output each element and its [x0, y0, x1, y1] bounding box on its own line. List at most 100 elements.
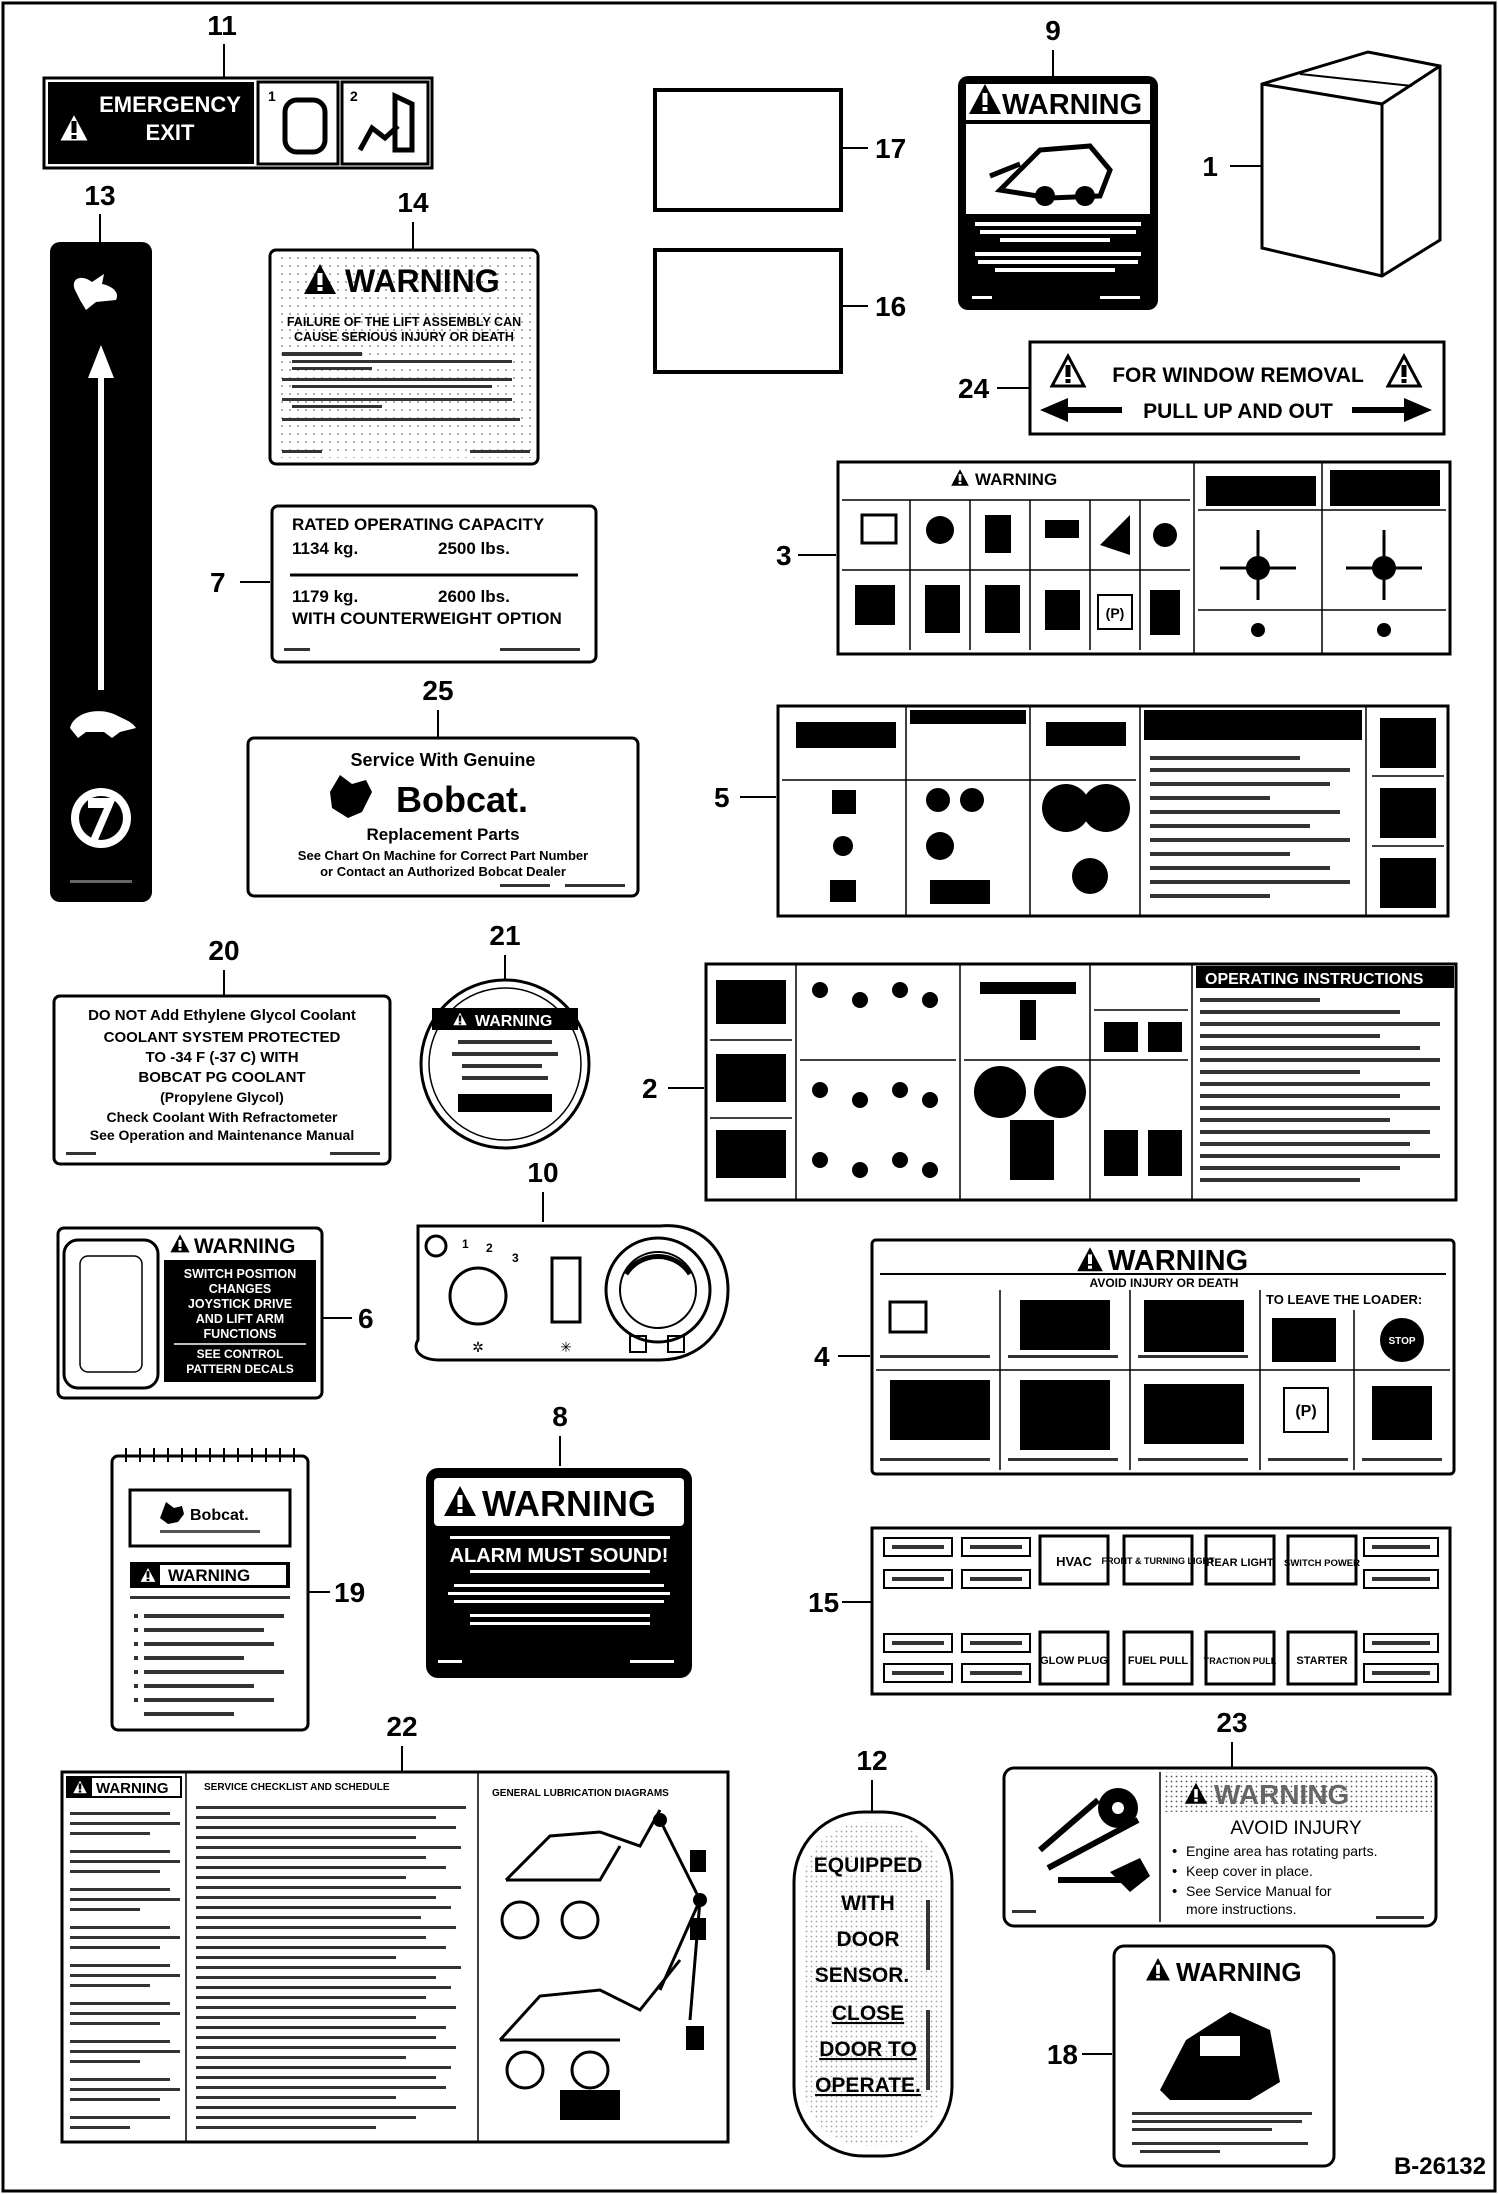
- door-sensor-line3: DOOR: [837, 1928, 900, 1951]
- fan-symbol-icon: ✲: [472, 1339, 484, 1355]
- fuse-label-front-light: FRONT & TURNING LIGHT: [1102, 1556, 1215, 1566]
- fuse-label-rear-light: REAR LIGHT: [1206, 1557, 1274, 1569]
- decal-4-avoid-injury-panel: 4 WARNING AVOID INJURY OR DEATH TO LEAVE…: [814, 1238, 1456, 1476]
- snow-symbol-icon: ✳: [560, 1339, 572, 1355]
- box-icon: [1260, 50, 1442, 278]
- figure-code: B-26132: [1394, 2153, 1486, 2180]
- decal-17-blank: 17: [653, 88, 906, 212]
- svg-text:•: •: [1172, 1863, 1177, 1880]
- panel-warning-heading: WARNING: [975, 470, 1057, 489]
- door-sensor-line6: DOOR TO: [819, 2038, 917, 2061]
- lubrication-heading: GENERAL LUBRICATION DIAGRAMS: [492, 1788, 669, 1799]
- rotating-bullet-2: Keep cover in place.: [1186, 1863, 1313, 1879]
- callout-25: 25: [422, 675, 453, 706]
- emergency-exit-line2: EXIT: [146, 120, 195, 145]
- rabbit-icon: [73, 274, 118, 310]
- round-warning-heading: WARNING: [475, 1013, 552, 1030]
- manual-icon: [860, 513, 898, 545]
- door-sensor-line7: OPERATE.: [815, 2074, 921, 2097]
- decal-6-switch-position-warning: WARNING SWITCH POSITION CHANGES JOYSTICK…: [56, 1226, 374, 1400]
- switch-warning-line6: SEE CONTROL: [197, 1347, 284, 1361]
- switch-warning-line4: AND LIFT ARM: [196, 1312, 284, 1326]
- door-sensor-line2: WITH: [841, 1892, 895, 1915]
- fuse-label-starter: STARTER: [1296, 1655, 1347, 1667]
- genuine-line4: or Contact an Authorized Bobcat Dealer: [320, 864, 566, 879]
- callout-20: 20: [208, 935, 239, 966]
- switch-warning-line3: JOYSTICK DRIVE: [188, 1297, 292, 1311]
- coolant-line6: Check Coolant With Refractometer: [107, 1109, 338, 1125]
- callout-13: 13: [84, 180, 115, 211]
- capacity-lb-2: 2600 lbs.: [438, 587, 510, 606]
- genuine-line2: Replacement Parts: [366, 825, 519, 844]
- window-removal-line1: FOR WINDOW REMOVAL: [1112, 364, 1364, 387]
- decal-25-genuine-parts: 25 Service With Genuine Bobcat. Replacem…: [246, 675, 640, 898]
- rotating-warning-heading: WARNING: [1214, 1779, 1349, 1810]
- warning-heading: WARNING: [345, 263, 500, 299]
- callout-23: 23: [1216, 1707, 1247, 1738]
- manual-warning-heading: WARNING: [168, 1566, 250, 1585]
- switch-slot: [550, 1256, 582, 1324]
- callout-19: 19: [334, 1577, 365, 1608]
- callout-12: 12: [856, 1745, 887, 1776]
- decal-2-operating-instructions: 2 OPERATING INSTRUCTIONS: [642, 962, 1458, 1202]
- callout-4: 4: [814, 1341, 830, 1372]
- decal-12-door-sensor: 12 EQUIPPED WITH DOOR SENSOR. CLOSE DOOR…: [792, 1745, 954, 2158]
- callout-10: 10: [527, 1157, 558, 1188]
- callout-15: 15: [808, 1587, 839, 1618]
- capacity-kg-2: 1179 kg.: [292, 587, 358, 606]
- capacity-kg-1: 1134 kg.: [292, 539, 358, 558]
- capacity-lb-1: 2500 lbs.: [438, 539, 510, 558]
- switch-warning-line1: SWITCH POSITION: [184, 1267, 297, 1281]
- svg-text:•: •: [1172, 1843, 1177, 1860]
- step-2-label: 2: [350, 88, 358, 104]
- decal-10-switch-panel: 10 1 2 3 ✲ ✳: [414, 1157, 730, 1362]
- panel-parking-label: (P): [1106, 605, 1125, 621]
- decal-1-box: 1: [1202, 50, 1442, 278]
- svg-text:•: •: [1172, 1883, 1177, 1900]
- door-sensor-line4: SENSOR.: [815, 1964, 910, 1987]
- door-sensor-line1: EQUIPPED: [814, 1854, 923, 1877]
- switch-warning-line2: CHANGES: [209, 1282, 272, 1296]
- panel4-subheading: AVOID INJURY OR DEATH: [1090, 1276, 1239, 1290]
- callout-9: 9: [1045, 15, 1061, 46]
- panel4-warning-heading: WARNING: [1108, 1245, 1248, 1277]
- door-sensor-line5: CLOSE: [832, 2002, 904, 2025]
- callout-16: 16: [875, 291, 906, 322]
- switch-warning-line7: PATTERN DECALS: [186, 1362, 294, 1376]
- decal-7-rated-capacity: 7 RATED OPERATING CAPACITY 1134 kg. 2500…: [210, 504, 598, 664]
- coolant-line1: DO NOT Add Ethylene Glycol Coolant: [88, 1007, 356, 1024]
- decal-18-warning: WARNING 18: [1047, 1944, 1336, 2168]
- coolant-line7: See Operation and Maintenance Manual: [90, 1127, 355, 1143]
- lift-warning-line1: FAILURE OF THE LIFT ASSEMBLY CAN: [287, 315, 521, 329]
- manual-brand: Bobcat.: [190, 1507, 249, 1524]
- callout-18: 18: [1047, 2039, 1078, 2070]
- checklist-heading: SERVICE CHECKLIST AND SCHEDULE: [204, 1782, 390, 1793]
- rotating-title: AVOID INJURY: [1230, 1818, 1362, 1839]
- fuse-label-hvac: HVAC: [1056, 1554, 1092, 1569]
- rotating-bullet-1: Engine area has rotating parts.: [1186, 1843, 1377, 1859]
- checklist-warning-heading: WARNING: [96, 1780, 169, 1797]
- handle-icon: [282, 97, 328, 155]
- temp-dial-icon: [604, 1236, 712, 1344]
- switch-warning-line5: FUNCTIONS: [204, 1327, 277, 1341]
- lift-warning-line2: CAUSE SERIOUS INJURY OR DEATH: [294, 330, 514, 344]
- arrow-right-icon: [1404, 398, 1432, 422]
- callout-21: 21: [489, 920, 520, 951]
- switch-warning-heading: WARNING: [194, 1235, 296, 1258]
- decal-3-warning-panel: 3 WARNING (P): [776, 460, 1452, 656]
- warning-heading: WARNING: [1002, 89, 1142, 121]
- panel4-stop-label: STOP: [1388, 1336, 1415, 1347]
- warning18-heading: WARNING: [1176, 1957, 1302, 1987]
- genuine-brand: Bobcat.: [396, 779, 528, 820]
- switch-pos-3: 3: [512, 1251, 519, 1265]
- step-1-label: 1: [268, 88, 276, 104]
- callout-8: 8: [552, 1401, 568, 1432]
- genuine-line1: Service With Genuine: [351, 750, 536, 770]
- operating-instructions-title: OPERATING INSTRUCTIONS: [1205, 971, 1424, 988]
- rotating-bullet-3a: See Service Manual for: [1186, 1883, 1332, 1899]
- decal-13-speed-range: 13: [50, 180, 152, 902]
- loader-lubrication-diagram: [504, 1809, 662, 1882]
- callout-24: 24: [958, 373, 990, 404]
- decal-8-alarm-warning: 8 WARNING ALARM MUST SOUND!: [426, 1401, 692, 1678]
